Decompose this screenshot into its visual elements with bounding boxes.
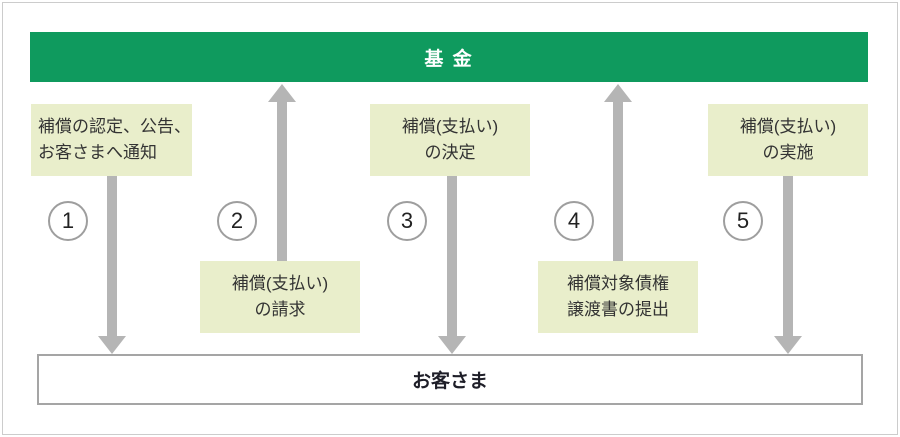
step-5-arrow-down-head: [774, 336, 802, 354]
step-3-label-line-1: 補償(支払い): [401, 117, 499, 136]
step-5-arrow-down-stem: [783, 176, 793, 336]
step-3-number-badge: 3: [387, 201, 427, 241]
step-1-label-line-2: お客さまへ通知: [38, 143, 157, 162]
step-4-arrow-up-stem: [613, 102, 623, 261]
step-3-arrow-down-head: [438, 336, 466, 354]
fund-bar: 基 金: [30, 32, 868, 82]
step-2-label: 補償(支払い) の請求: [200, 261, 360, 333]
fund-label: 基 金: [424, 48, 474, 70]
step-4-label-line-2: 譲渡書の提出: [567, 300, 669, 319]
step-1-arrow-down-head: [98, 336, 126, 354]
step-3-label: 補償(支払い) の決定: [370, 104, 530, 176]
step-3-label-line-2: の決定: [424, 143, 476, 162]
step-5-label-line-2: の実施: [762, 143, 814, 162]
step-2-label-line-2: の請求: [254, 300, 306, 319]
step-2-arrow-up-head: [268, 84, 296, 102]
step-1-label: 補償の認定、公告、 お客さまへ通知: [31, 104, 192, 176]
step-4-label-line-1: 補償対象債権: [567, 274, 669, 293]
step-4-arrow-up-head: [604, 84, 632, 102]
step-2-number-badge: 2: [217, 201, 257, 241]
step-3-arrow-down-stem: [447, 176, 457, 336]
step-4-label: 補償対象債権 譲渡書の提出: [538, 261, 698, 333]
step-1-label-line-1: 補償の認定、公告、: [38, 117, 191, 136]
step-5-label-line-1: 補償(支払い): [739, 117, 837, 136]
step-1-arrow-down-stem: [107, 176, 117, 336]
step-5-label: 補償(支払い) の実施: [708, 104, 868, 176]
step-4-number-badge: 4: [554, 201, 594, 241]
customer-label: お客さま: [411, 371, 488, 392]
step-5-number-badge: 5: [723, 201, 763, 241]
customer-bar: お客さま: [37, 354, 863, 405]
step-1-number-badge: 1: [48, 201, 88, 241]
step-2-arrow-up-stem: [277, 102, 287, 261]
step-2-label-line-1: 補償(支払い): [231, 274, 329, 293]
